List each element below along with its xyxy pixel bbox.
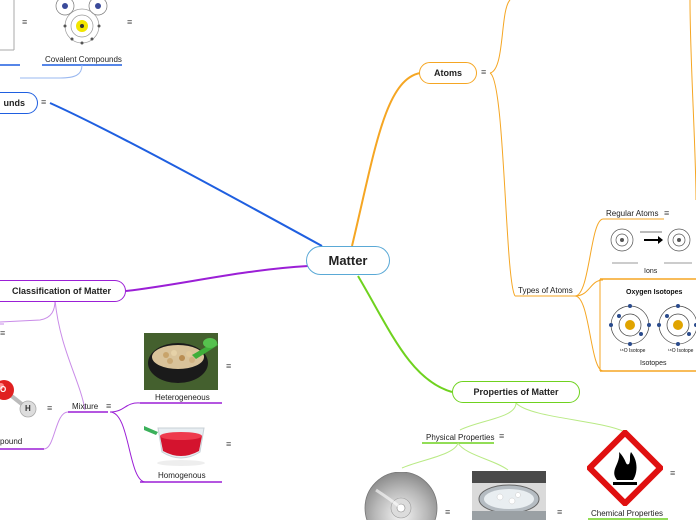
- topic-classification[interactable]: Classification of Matter: [0, 280, 126, 302]
- ions-diagram-image: [606, 226, 696, 270]
- regular-atoms-menu-icon[interactable]: ≡: [664, 208, 670, 218]
- compound-image-menu-icon[interactable]: ≡: [22, 17, 28, 27]
- isotopes-label[interactable]: Isotopes: [640, 360, 667, 367]
- compound-menu-icon[interactable]: ≡: [47, 403, 53, 413]
- link-classification: [125, 265, 309, 292]
- types-of-atoms-label[interactable]: Types of Atoms: [518, 286, 573, 295]
- cd-menu-icon[interactable]: ≡: [445, 507, 451, 517]
- heterogeneous-label[interactable]: Heterogeneous: [155, 393, 210, 402]
- heterogeneous-mixture-image: [144, 333, 218, 390]
- chemical-properties-label[interactable]: Chemical Properties: [591, 509, 664, 518]
- atom-o-label: O: [0, 385, 7, 394]
- topic-classification-label: Classification of Matter: [11, 286, 111, 296]
- topic-properties[interactable]: Properties of Matter: [452, 381, 580, 403]
- homogeneous-menu-icon[interactable]: ≡: [226, 439, 232, 449]
- chemical-properties-menu-icon[interactable]: ≡: [670, 468, 676, 478]
- covalent-compound-image: [50, 0, 114, 46]
- regular-atoms-label[interactable]: Regular Atoms: [606, 209, 659, 218]
- isotope-18-label: ¹⁸O Isotope: [668, 348, 694, 354]
- topic-properties-label: Properties of Matter: [473, 387, 559, 397]
- central-topic-matter[interactable]: Matter: [306, 246, 390, 275]
- ions-label[interactable]: Ions: [644, 268, 658, 275]
- physical-properties-menu-icon[interactable]: ≡: [499, 431, 505, 441]
- atom-h-label: H: [25, 404, 31, 413]
- topic-compounds[interactable]: unds: [0, 92, 38, 114]
- compounds-menu-icon[interactable]: ≡: [41, 97, 47, 107]
- mixture-menu-icon[interactable]: ≡: [106, 401, 112, 411]
- topic-compounds-label: unds: [3, 98, 26, 108]
- covalent-menu-icon[interactable]: ≡: [127, 17, 133, 27]
- water-molecule-image: H O: [0, 372, 42, 422]
- oxygen-isotopes-title: Oxygen Isotopes: [626, 289, 683, 296]
- physical-properties-label[interactable]: Physical Properties: [426, 433, 495, 442]
- topic-atoms-label: Atoms: [433, 68, 462, 78]
- isotope-16-label: ¹⁶O Isotope: [620, 348, 646, 354]
- link-atoms: [351, 72, 421, 247]
- boiling-menu-icon[interactable]: ≡: [557, 507, 563, 517]
- link-compounds: [49, 102, 323, 247]
- classification-child-menu-icon[interactable]: ≡: [0, 328, 6, 338]
- heterogeneous-menu-icon[interactable]: ≡: [226, 361, 232, 371]
- compound-label[interactable]: pound: [0, 437, 23, 446]
- boiling-water-image: [472, 471, 546, 520]
- oxygen-isotopes-image: Oxygen Isotopes ¹⁶O Isotope ¹⁸O Isotope: [606, 287, 696, 357]
- homogeneous-label[interactable]: Homogenous: [158, 471, 206, 480]
- homogeneous-mixture-image: [144, 418, 218, 468]
- link-properties: [357, 275, 453, 393]
- central-topic-label: Matter: [328, 253, 368, 268]
- covalent-compounds-label[interactable]: Covalent Compounds: [45, 55, 122, 64]
- mixture-label[interactable]: Mixture: [72, 402, 99, 411]
- compact-disc-image: [364, 472, 438, 520]
- atoms-menu-icon[interactable]: ≡: [481, 67, 487, 77]
- flammable-hazard-icon: [587, 430, 663, 506]
- topic-atoms[interactable]: Atoms: [419, 62, 477, 84]
